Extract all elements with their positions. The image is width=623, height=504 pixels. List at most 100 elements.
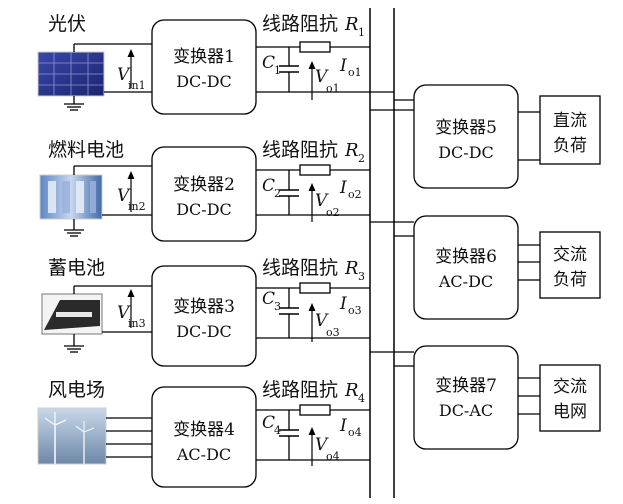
converter-2-type: DC-DC <box>176 200 232 219</box>
dc-load-line1: 直流 <box>553 111 587 131</box>
converter-3-name: 变换器3 <box>173 297 235 317</box>
io-label-3: I <box>339 294 347 314</box>
ac-load-line2: 负荷 <box>553 270 587 290</box>
vo-arrow-1 <box>308 61 316 100</box>
converter-7-name: 变换器7 <box>435 376 497 396</box>
dc-load-line2: 负荷 <box>553 136 587 156</box>
ac-load-box <box>539 231 601 299</box>
capacitor-3 <box>279 288 299 338</box>
resistor-2 <box>299 164 331 176</box>
cap-label-4: C <box>262 413 275 433</box>
cap-label-1: C <box>262 53 275 73</box>
resistor-4 <box>299 404 331 416</box>
output-5: 变换器5 DC-DC 直流 负荷 <box>370 84 601 189</box>
line-impedance-label-3: 线路阻抗 <box>262 257 338 279</box>
converter-5-type: DC-DC <box>438 143 494 162</box>
io-sub-4: o4 <box>348 426 362 439</box>
vin-label-3: V <box>117 303 131 323</box>
solar-panel-icon <box>37 51 105 97</box>
cap-label-3: C <box>262 289 275 309</box>
row-1: 光伏 V in1 变换器1 DC-DC 线路阻抗 R 1 <box>37 13 370 115</box>
ac-load-line1: 交流 <box>553 245 587 265</box>
line-r-sub-4: 4 <box>358 392 365 405</box>
ac-grid-line1: 交流 <box>553 377 587 397</box>
ground-icon <box>64 96 84 111</box>
line-impedance-label-1: 线路阻抗 <box>262 13 338 35</box>
converter-4-type: AC-DC <box>176 445 231 464</box>
line-r-sub-1: 1 <box>358 26 365 39</box>
row-3: 蓄电池 V in3 变换器3 DC-DC 线路阻抗 R 3 <box>41 257 370 367</box>
capacitor-4 <box>279 410 299 460</box>
converter-6-box <box>413 215 519 320</box>
io-sub-3: o3 <box>348 304 362 317</box>
converter-1-type: DC-DC <box>176 72 232 91</box>
vin-label-2: V <box>117 186 131 206</box>
line-r-3: R <box>344 258 359 279</box>
line-impedance-label-2: 线路阻抗 <box>262 139 338 161</box>
io-sub-1: o1 <box>348 66 362 79</box>
converter-7-box <box>413 345 519 450</box>
converter-4-name: 变换器4 <box>173 420 235 440</box>
resistor-1 <box>299 41 331 53</box>
output-6: 变换器6 AC-DC 交流 负荷 <box>370 215 601 320</box>
vin-arrow-2 <box>127 171 135 212</box>
converter-5-box <box>413 84 519 189</box>
line-r-1: R <box>344 14 359 35</box>
cap-label-2: C <box>262 176 275 196</box>
vo-arrow-3 <box>308 303 316 342</box>
converter-3-type: DC-DC <box>176 322 232 341</box>
row-4: 风电场 变换器4 AC-DC 线路阻抗 R 4 <box>37 379 370 488</box>
io-label-4: I <box>339 416 347 436</box>
line-r-2: R <box>344 140 359 161</box>
capacitor-1 <box>279 47 299 92</box>
vin-label-1: V <box>117 65 131 85</box>
vo-label-4: V <box>315 435 329 455</box>
converter-6-name: 变换器6 <box>435 247 497 267</box>
vo-sub-2: o2 <box>326 206 340 219</box>
converter-4-box <box>151 386 257 488</box>
vo-sub-1: o1 <box>326 82 340 95</box>
vo-label-1: V <box>315 67 329 87</box>
capacitor-2 <box>279 170 299 215</box>
vin-sub-3: in3 <box>128 317 146 330</box>
vo-label-3: V <box>315 311 329 331</box>
battery-icon <box>41 293 103 335</box>
cap-sub-3: 3 <box>274 300 281 313</box>
vo-sub-3: o3 <box>326 326 340 339</box>
vin-arrow-3 <box>127 289 135 328</box>
io-label-1: I <box>339 56 347 76</box>
resistor-3 <box>299 282 331 294</box>
vo-label-2: V <box>315 191 329 211</box>
io-label-2: I <box>339 178 347 198</box>
ac-grid-line2: 电网 <box>553 402 587 422</box>
line-r-4: R <box>344 380 359 401</box>
vin-arrow-1 <box>127 49 135 88</box>
fuel-cell-icon <box>39 174 103 220</box>
row-2: 燃料电池 V in2 变换器2 DC-DC 线路阻抗 R 2 <box>39 139 370 242</box>
dc-load-box <box>539 95 601 165</box>
converter-3-box <box>151 265 257 367</box>
converter-2-name: 变换器2 <box>173 175 235 195</box>
output-7: 变换器7 DC-AC 交流 电网 <box>370 345 601 450</box>
ac-grid-box <box>539 364 601 432</box>
io-sub-2: o2 <box>348 188 362 201</box>
converter-7-type: DC-AC <box>439 401 493 420</box>
converter-1-name: 变换器1 <box>173 47 235 67</box>
converter-1-box <box>151 19 257 115</box>
ground-icon <box>64 219 84 237</box>
source-label-1: 光伏 <box>48 13 86 35</box>
vo-sub-4: o4 <box>326 450 340 463</box>
source-label-3: 蓄电池 <box>48 257 105 279</box>
wind-farm-icon <box>37 407 107 465</box>
converter-2-box <box>151 146 257 242</box>
cap-sub-1: 1 <box>274 64 281 77</box>
converter-5-name: 变换器5 <box>435 118 497 138</box>
line-r-sub-3: 3 <box>358 270 365 283</box>
vin-sub-2: in2 <box>128 200 146 213</box>
source-label-4: 风电场 <box>48 379 105 401</box>
line-impedance-label-4: 线路阻抗 <box>262 379 338 401</box>
vin-sub-1: in1 <box>128 79 146 92</box>
vo-arrow-2 <box>308 183 316 222</box>
cap-sub-4: 4 <box>274 424 281 437</box>
